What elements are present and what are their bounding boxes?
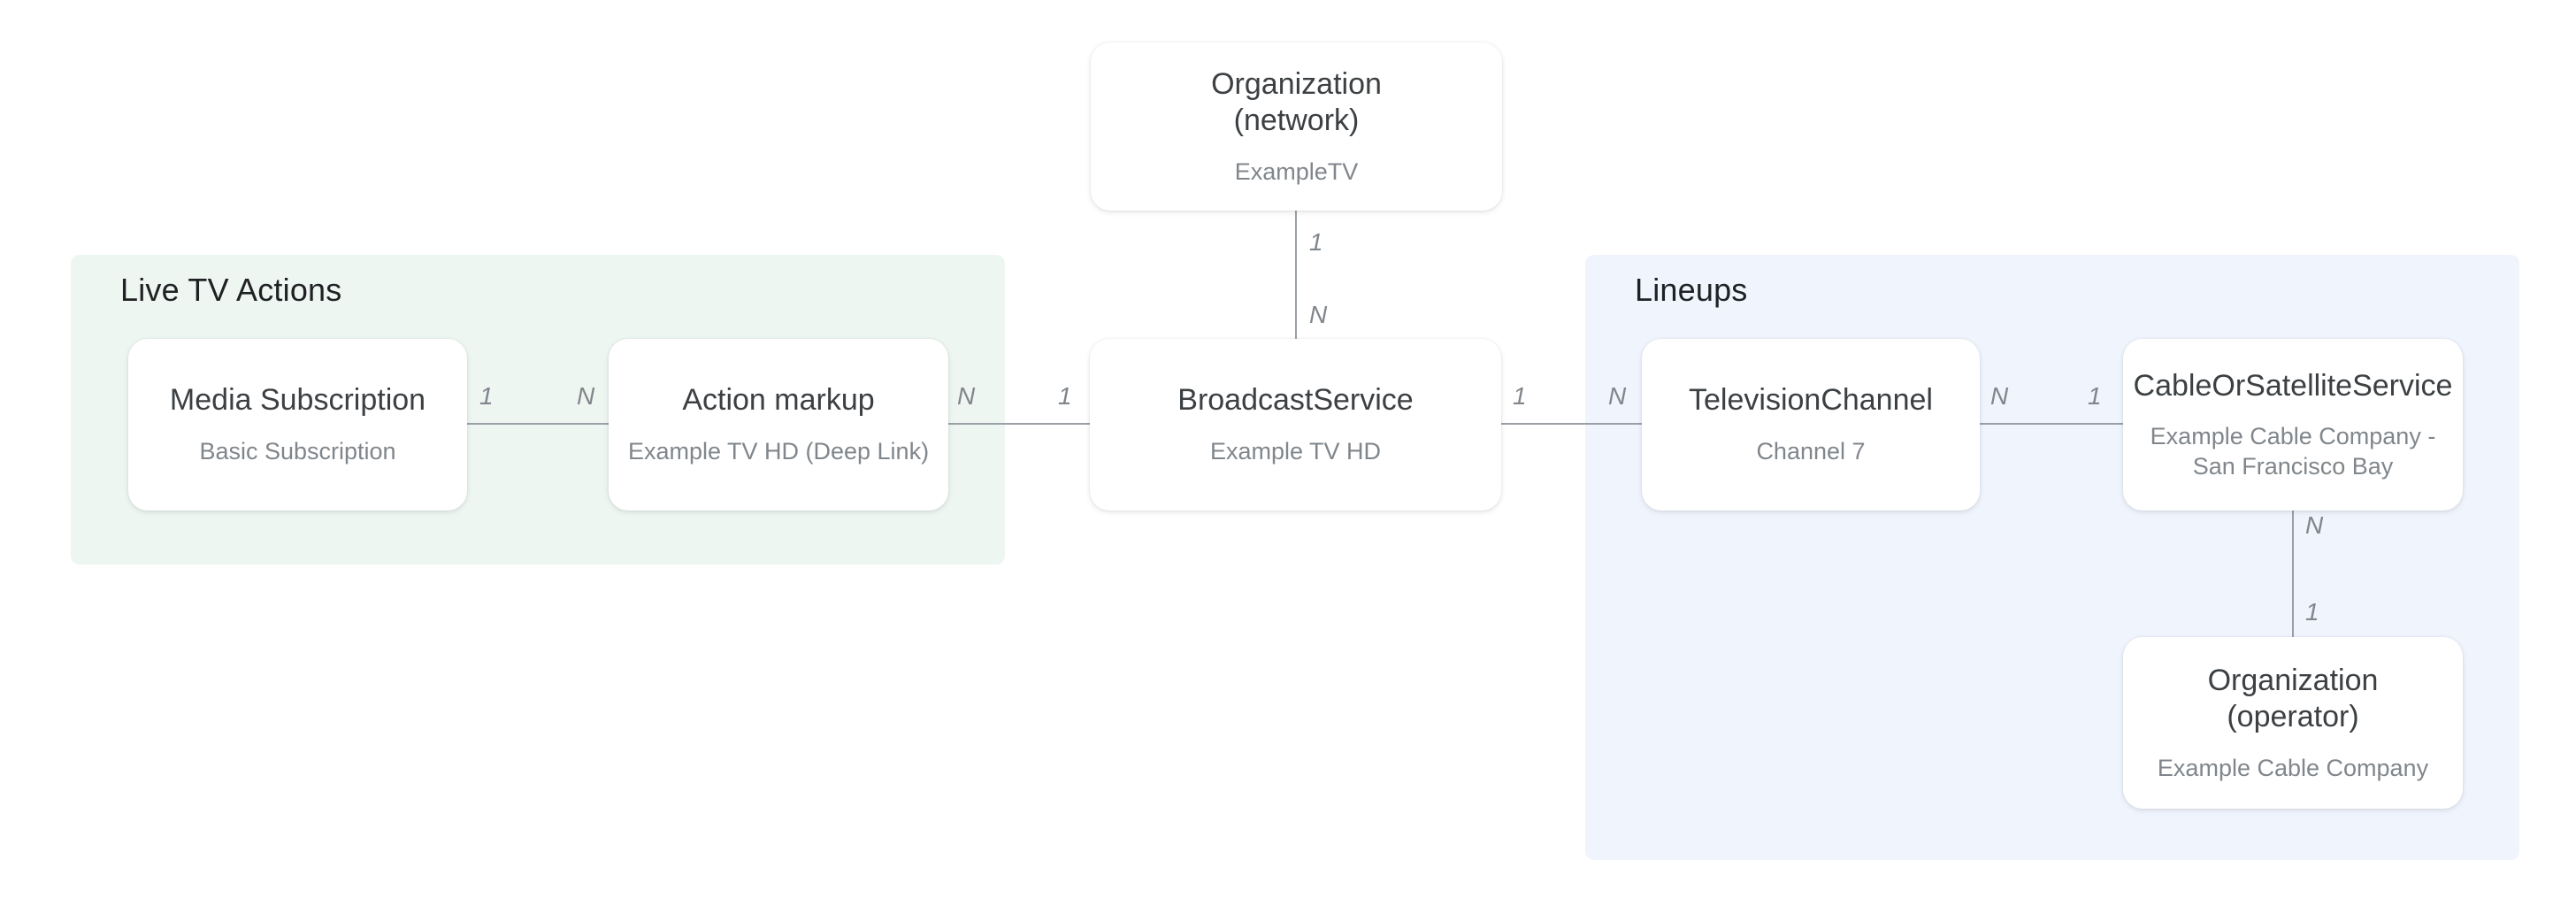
edge-label-broadcast-to-television-channel-from: 1	[1513, 382, 1527, 410]
group-title-lineups: Lineups	[1635, 272, 1748, 308]
node-cable-or-satellite-service[interactable]: CableOrSatelliteService Example Cable Co…	[2123, 339, 2463, 511]
node-title: CableOrSatelliteService	[2133, 368, 2453, 403]
edge-label-television-channel-to-cable-to: 1	[2088, 382, 2102, 410]
edge-label-org-network-to-broadcast-to: N	[1309, 301, 1328, 328]
node-action-markup[interactable]: Action markup Example TV HD (Deep Link)	[609, 339, 948, 511]
edge-television-channel-to-cable	[1980, 423, 2123, 425]
node-subtitle: ExampleTV	[1234, 157, 1359, 185]
node-subtitle: Channel 7	[1756, 437, 1866, 465]
node-media-subscription[interactable]: Media Subscription Basic Subscription	[128, 339, 467, 511]
edge-label-television-channel-to-cable-from: N	[1990, 382, 2009, 410]
edge-label-broadcast-to-television-channel-to: N	[1608, 382, 1627, 410]
node-title: Organization (network)	[1211, 66, 1382, 138]
node-subtitle: Example Cable Company	[2157, 754, 2429, 781]
edge-action-to-broadcast	[948, 423, 1090, 425]
node-subtitle: Example Cable Company - San Francisco Ba…	[2150, 422, 2436, 480]
edge-label-action-to-broadcast-from: N	[957, 382, 976, 410]
edge-label-action-to-broadcast-to: 1	[1058, 382, 1072, 410]
edge-broadcast-to-television-channel	[1501, 423, 1642, 425]
edge-label-media-subscription-to-action-from: 1	[479, 382, 494, 410]
node-television-channel[interactable]: TelevisionChannel Channel 7	[1642, 339, 1980, 511]
edge-label-media-subscription-to-action-to: N	[577, 382, 595, 410]
node-title: Action markup	[682, 383, 875, 418]
node-broadcast-service[interactable]: BroadcastService Example TV HD	[1090, 339, 1501, 511]
node-title: Organization (operator)	[2207, 663, 2379, 734]
node-title: TelevisionChannel	[1689, 383, 1933, 418]
node-title: Media Subscription	[169, 383, 426, 418]
edge-label-cable-to-org-operator-from: N	[2305, 511, 2324, 539]
edge-org-network-to-broadcast	[1295, 211, 1297, 340]
edge-cable-to-org-operator	[2292, 509, 2294, 637]
group-title-live-tv-actions: Live TV Actions	[120, 272, 342, 308]
node-organization-operator[interactable]: Organization (operator) Example Cable Co…	[2123, 637, 2463, 809]
edge-label-cable-to-org-operator-to: 1	[2305, 598, 2319, 626]
edge-label-org-network-to-broadcast-from: 1	[1309, 228, 1323, 256]
node-organization-network[interactable]: Organization (network) ExampleTV	[1091, 42, 1502, 211]
node-title: BroadcastService	[1177, 383, 1414, 418]
node-subtitle: Basic Subscription	[199, 437, 396, 465]
node-subtitle: Example TV HD (Deep Link)	[627, 437, 930, 465]
node-subtitle: Example TV HD	[1209, 437, 1382, 465]
edge-media-subscription-to-action	[467, 423, 609, 425]
